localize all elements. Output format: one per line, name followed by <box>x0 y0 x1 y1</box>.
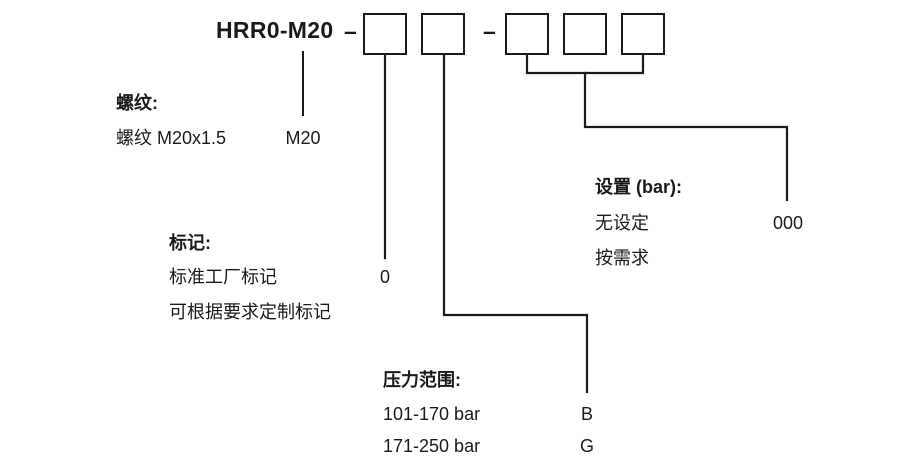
group-title-marking: 标记: <box>169 233 211 253</box>
bracket-setting <box>525 54 645 75</box>
code-prefix: HRR0-M20 <box>216 17 334 43</box>
group-row-pressure-2: 171-250 bar <box>383 436 481 456</box>
group-title-setting: 设置 (bar): <box>595 177 682 197</box>
leader-line-pressure <box>442 54 589 394</box>
group-row-pressure-1: 101-170 bar <box>383 404 481 424</box>
group-title-pressure: 压力范围: <box>383 370 461 390</box>
group-row-thread-1: 螺纹 M20x1.5 <box>116 128 227 148</box>
code-box-setting-1[interactable] <box>505 13 549 55</box>
group-row-setting-1: 无设定 <box>595 213 649 233</box>
group-code-thread-1: M20 <box>285 128 321 148</box>
code-separator-1: – <box>344 18 357 44</box>
group-code-pressure-1: B <box>580 404 593 424</box>
code-box-pressure[interactable] <box>421 13 465 55</box>
group-code-marking-1: 0 <box>379 267 390 287</box>
group-title-thread: 螺纹: <box>116 93 158 113</box>
group-row-marking-2: 可根据要求定制标记 <box>169 302 331 322</box>
group-row-setting-2: 按需求 <box>595 248 649 268</box>
leader-line-setting <box>583 71 789 202</box>
group-code-setting-1: 000 <box>772 213 804 233</box>
group-code-pressure-2: G <box>579 436 594 456</box>
code-box-setting-3[interactable] <box>621 13 665 55</box>
group-row-marking-1: 标准工厂标记 <box>169 267 277 287</box>
code-box-setting-2[interactable] <box>563 13 607 55</box>
code-box-marking[interactable] <box>363 13 407 55</box>
code-separator-2: – <box>483 18 496 44</box>
